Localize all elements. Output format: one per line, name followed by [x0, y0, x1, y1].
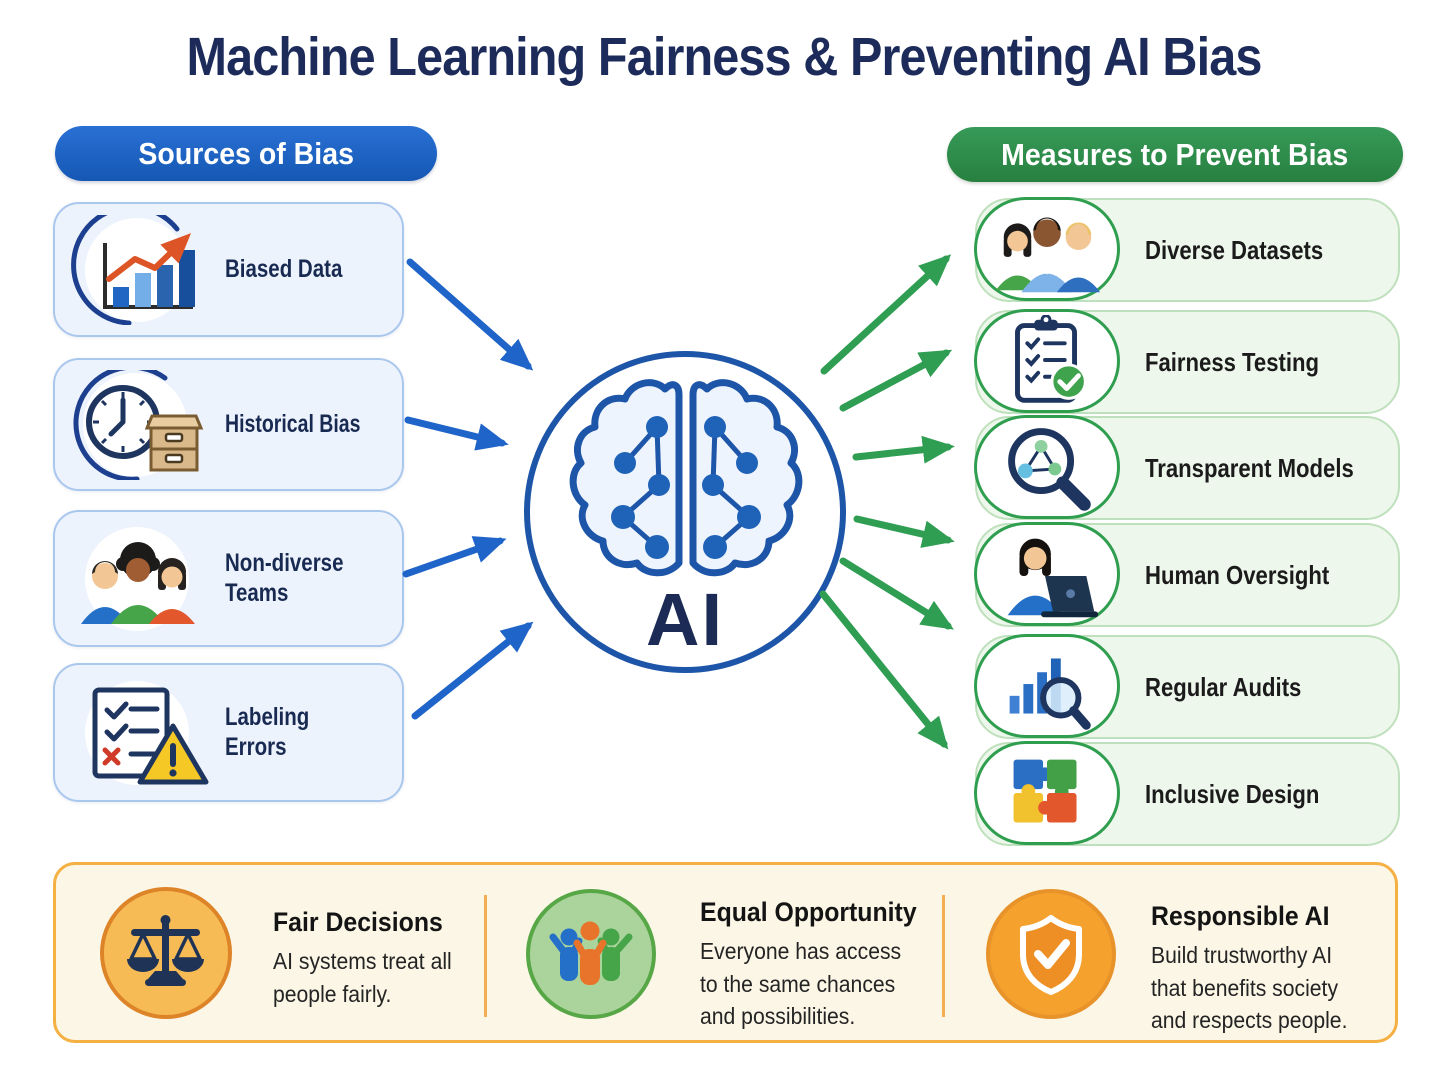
measure-card-transparent-models: Transparent Models: [974, 415, 1400, 520]
source-label: Labeling Errors: [225, 703, 310, 761]
measures-header-pill: Measures to Prevent Bias: [947, 127, 1403, 182]
principle-title: Fair Decisions: [273, 907, 443, 937]
ai-center-node: AI: [524, 351, 846, 673]
labeling-errors-checklist-icon: [55, 665, 225, 800]
principle-fair-decisions: Fair Decisions AI systems treat all peop…: [273, 907, 508, 1010]
bias-to-ai-arrows: [402, 258, 534, 720]
source-label: Non-diverse Teams: [225, 549, 344, 607]
magnifier-network-icon: [974, 415, 1120, 519]
measures-header-label: Measures to Prevent Bias: [1001, 136, 1349, 172]
non-diverse-team-icon: [55, 512, 225, 645]
measure-label: Human Oversight: [1145, 559, 1330, 590]
measure-card-human-oversight: Human Oversight: [974, 522, 1400, 627]
historical-clock-archive-icon: [55, 360, 225, 489]
divider: [484, 895, 487, 1017]
measure-card-fairness-testing: Fairness Testing: [974, 309, 1400, 414]
principle-description: AI systems treat all people fairly.: [273, 948, 452, 1007]
balance-scales-icon: [100, 887, 232, 1019]
source-card-historical-bias: Historical Bias: [53, 358, 404, 491]
source-card-biased-data: Biased Data: [53, 202, 404, 337]
measure-label: Diverse Datasets: [1145, 234, 1324, 265]
measure-label: Transparent Models: [1145, 452, 1354, 483]
source-card-non-diverse-teams: Non-diverse Teams: [53, 510, 404, 647]
source-card-labeling-errors: Labeling Errors: [53, 663, 404, 802]
measure-label: Fairness Testing: [1145, 346, 1319, 377]
ai-brain-icon: [569, 367, 811, 587]
principle-title: Responsible AI: [1151, 901, 1330, 931]
principle-title: Equal Opportunity: [700, 897, 917, 927]
measure-card-diverse-datasets: Diverse Datasets: [974, 197, 1400, 302]
principle-responsible-ai: Responsible AI Build trustworthy AI that…: [1151, 901, 1386, 1037]
principle-description: Everyone has access to the same chances …: [700, 938, 902, 1030]
source-label: Biased Data: [225, 254, 343, 283]
sources-header-pill: Sources of Bias: [55, 126, 437, 181]
principles-banner: Fair Decisions AI systems treat all peop…: [53, 862, 1398, 1043]
person-laptop-icon: [974, 522, 1120, 626]
fairness-checklist-icon: [974, 309, 1120, 413]
principle-description: Build trustworthy AI that benefits socie…: [1151, 942, 1348, 1034]
people-celebrating-icon: [526, 889, 656, 1019]
divider: [942, 895, 945, 1017]
measure-label: Regular Audits: [1145, 671, 1302, 702]
sources-header-label: Sources of Bias: [138, 135, 354, 171]
page-title: Machine Learning Fairness & Preventing A…: [186, 27, 1263, 87]
source-label: Historical Bias: [225, 409, 361, 438]
bar-chart-magnifier-icon: [974, 634, 1120, 738]
measure-label: Inclusive Design: [1145, 778, 1320, 809]
puzzle-pieces-icon: [974, 741, 1120, 845]
measure-card-inclusive-design: Inclusive Design: [974, 741, 1400, 846]
biased-data-chart-icon: [55, 204, 225, 335]
measure-card-regular-audits: Regular Audits: [974, 634, 1400, 739]
shield-check-icon: [986, 889, 1116, 1019]
ai-label: AI: [646, 578, 724, 661]
principle-equal-opportunity: Equal Opportunity Everyone has access to…: [700, 897, 936, 1033]
diverse-people-icon: [974, 197, 1120, 301]
